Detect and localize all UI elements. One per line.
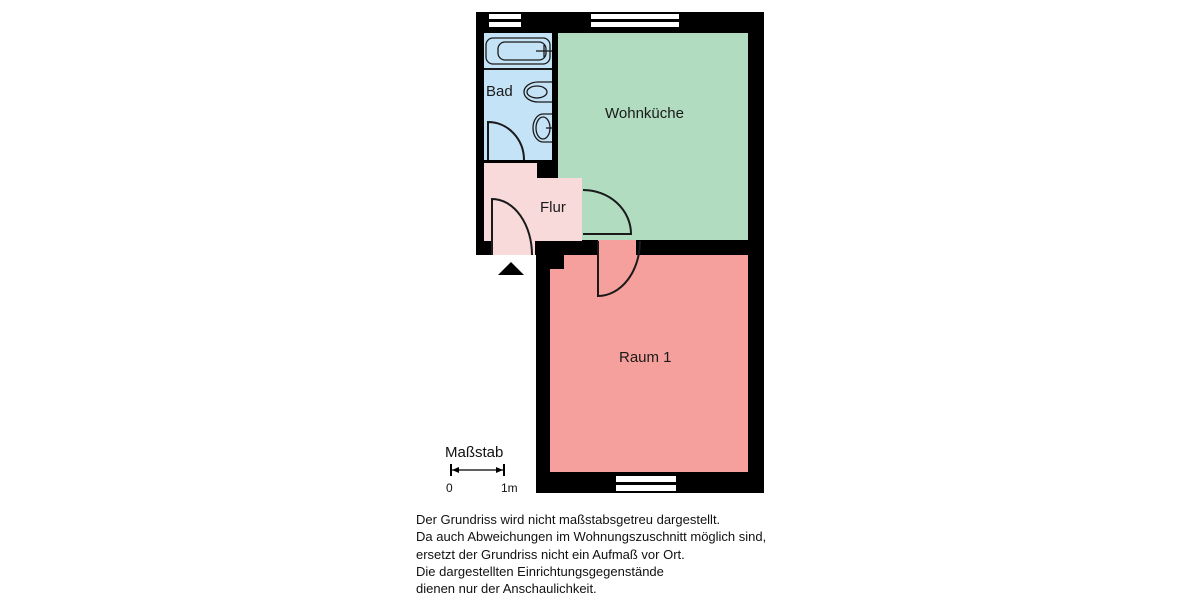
door-raum1	[597, 240, 641, 298]
scale-title: Maßstab	[445, 444, 504, 461]
window-bad	[489, 14, 521, 19]
disclaimer-notes: Der Grundriss wird nicht maßstabsgetreu …	[416, 511, 766, 597]
disclaimer-line: ersetzt der Grundriss nicht ein Aufmaß v…	[416, 546, 685, 562]
door-entrance	[491, 197, 533, 256]
disclaimer-line: Die dargestellten Einrichtungsgegenständ…	[416, 563, 664, 579]
scale-end-label: 1m	[501, 481, 518, 495]
disclaimer-line: Da auch Abweichungen im Wohnungszuschnit…	[416, 529, 767, 545]
disclaimer-line: dienen nur der Anschaulichkeit.	[416, 581, 597, 597]
window-raum1-2	[616, 485, 676, 491]
bathtub-icon	[485, 37, 552, 65]
room-label-flur: Flur	[540, 199, 566, 216]
room-label-bad: Bad	[486, 83, 513, 100]
window-wohnkueche	[591, 14, 679, 19]
room-wohnkueche	[558, 33, 748, 240]
window-bad-2	[489, 22, 521, 27]
washbasin-icon	[532, 113, 553, 143]
room-label-raum1: Raum 1	[619, 349, 672, 366]
entrance-arrow-icon	[498, 262, 524, 275]
room-wohnkueche-doorway	[582, 188, 588, 240]
door-wohnkueche	[582, 189, 633, 235]
scale-bar-icon	[450, 464, 505, 476]
room-bad-divider	[484, 68, 552, 70]
room-raum1	[550, 255, 748, 472]
disclaimer-line: Der Grundriss wird nicht maßstabsgetreu …	[416, 512, 721, 527]
scale-start-label: 0	[446, 481, 453, 495]
room-flur-entry	[491, 241, 535, 255]
door-bad	[487, 120, 525, 161]
window-raum1	[616, 476, 676, 482]
window-wohnkueche-2	[591, 22, 679, 27]
room-label-wohnkueche: Wohnküche	[605, 105, 684, 122]
room-raum1-doorway	[598, 240, 636, 256]
wall-corner-notch	[550, 255, 564, 269]
toilet-icon	[523, 81, 552, 103]
room-flur-2	[484, 178, 582, 241]
